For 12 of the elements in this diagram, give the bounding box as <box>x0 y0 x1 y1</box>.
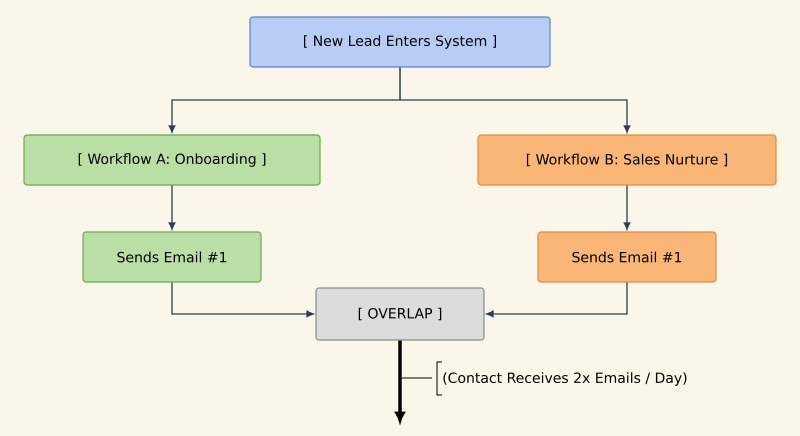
arrow <box>624 186 630 230</box>
arrow <box>399 68 630 133</box>
process-box: [ OVERLAP ] <box>315 287 485 341</box>
process-box: Sends Email #1 <box>82 231 262 283</box>
arrow <box>486 282 628 318</box>
arrow <box>171 282 314 318</box>
arrow <box>168 186 176 230</box>
process-box: [ New Lead Enters System ] <box>249 16 551 68</box>
process-box: Sends Email #1 <box>537 231 717 283</box>
process-box: [ Workflow A: Onboarding ] <box>23 134 321 186</box>
process-box: [ Workflow B: Sales Nurture ] <box>477 134 777 186</box>
annotation-text: (Contact Receives 2x Emails / Day) <box>443 372 686 386</box>
